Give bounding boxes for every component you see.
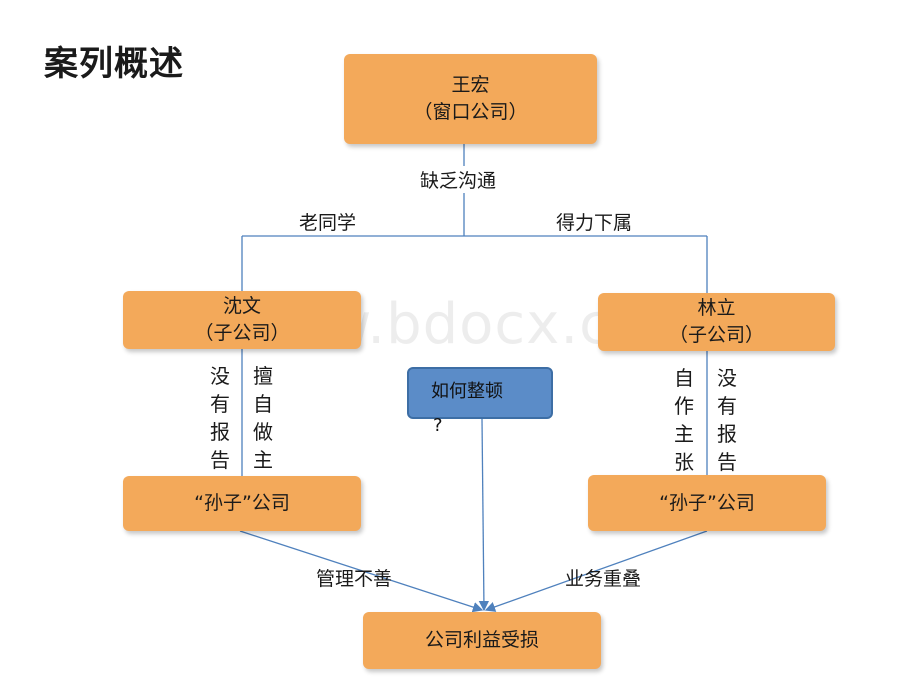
node-company-loss-name: 公司利益受损 [424,629,539,651]
node-wanghong-name: 王宏 [451,74,490,96]
label-business-overlap: 业务重叠 [565,568,642,590]
label-poor-management: 管理不善 [316,568,393,590]
label-right-self-decide: 自作主张 [674,366,694,474]
label-left-self-decide: 擅自做主 [253,364,273,472]
node-shenwen: 沈文 （子公司） [123,291,361,349]
label-capable-subordinate: 得力下属 [556,212,633,234]
node-linli: 林立 （子公司） [598,293,835,351]
label-left-no-report: 没有报告 [210,364,230,472]
node-right-grandchild: “孙子”公司 [588,475,826,531]
arrow-question-to-loss [478,418,490,612]
node-wanghong-sub: （窗口公司） [413,101,528,123]
node-shenwen-name: 沈文 [222,295,261,317]
node-right-grandchild-name: “孙子”公司 [659,491,755,514]
page-title: 案列概述 [44,44,184,84]
question-text: 如何整顿 [431,381,503,402]
label-right-no-report: 没有报告 [717,366,737,474]
label-lack-communication: 缺乏沟通 [420,166,497,193]
node-linli-sub: （子公司） [668,324,764,346]
arrow-right-to-loss [484,530,708,612]
node-linli-name: 林立 [697,297,736,319]
node-wanghong: 王宏 （窗口公司） [344,54,597,144]
arrow-left-to-loss [239,530,484,613]
question-mark: ? [433,415,443,436]
question-box: 如何整顿 ? [407,367,553,436]
node-company-loss: 公司利益受损 [363,612,601,669]
label-old-classmate: 老同学 [299,212,357,234]
node-left-grandchild: “孙子”公司 [123,476,361,531]
node-left-grandchild-name: “孙子”公司 [194,492,290,514]
node-shenwen-sub: （子公司） [194,322,290,344]
